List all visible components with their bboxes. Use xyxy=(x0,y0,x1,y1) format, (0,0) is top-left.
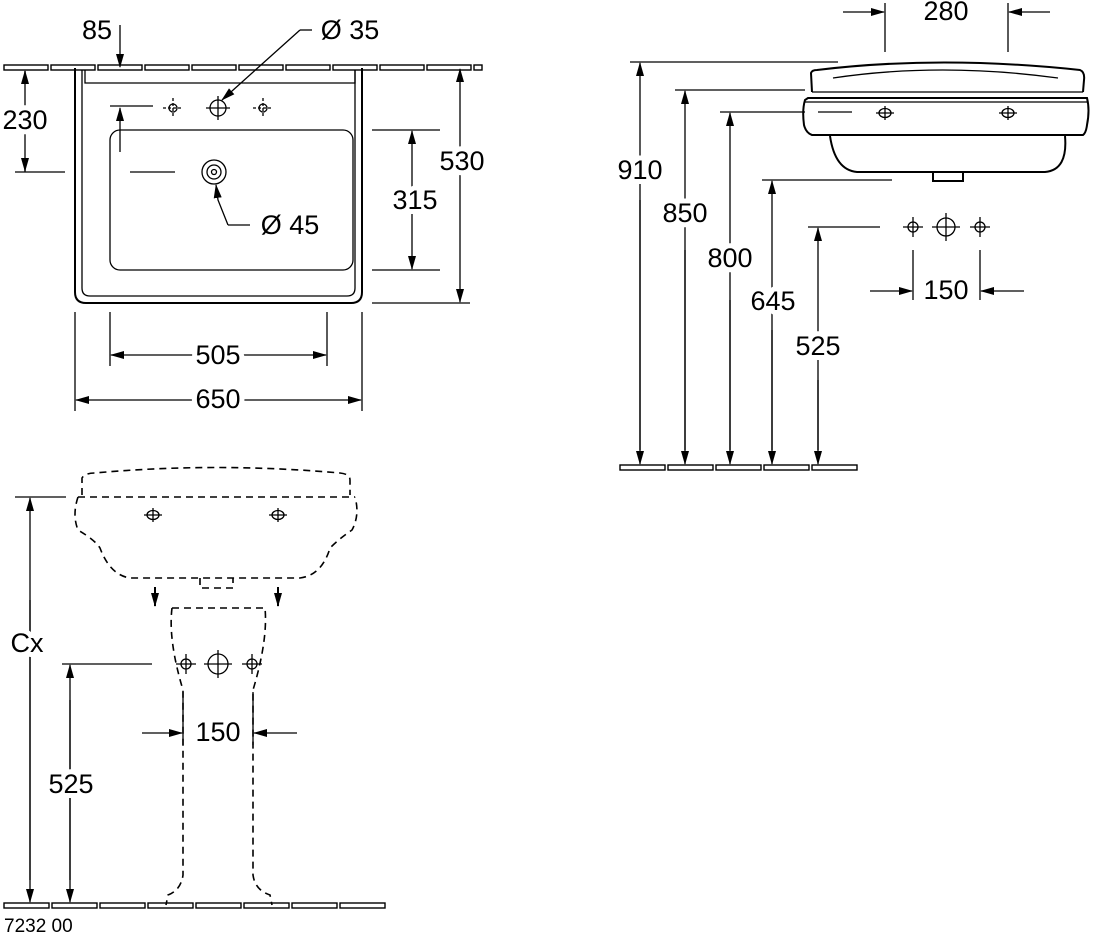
tile xyxy=(285,64,331,71)
dim-waste-hole: Ø 45 xyxy=(261,210,320,240)
tile xyxy=(99,902,146,909)
tile xyxy=(3,902,50,909)
dim-645: 645 xyxy=(750,286,795,316)
supply-hole-left-icon xyxy=(176,654,196,674)
basin-front-outline xyxy=(74,466,358,589)
dim-total-width: 650 xyxy=(195,384,240,414)
tile xyxy=(291,902,338,909)
basin-bowl xyxy=(109,129,354,271)
tap-hole-left-icon xyxy=(163,98,183,118)
tile xyxy=(50,64,96,71)
tile xyxy=(667,464,714,471)
dim-850: 850 xyxy=(662,198,707,228)
tile xyxy=(3,64,49,71)
basin-outline xyxy=(74,68,363,304)
tile xyxy=(619,464,666,471)
dim-525: 525 xyxy=(48,769,93,799)
wall-floor-tiles xyxy=(3,64,858,909)
tile xyxy=(426,64,472,71)
tile xyxy=(332,64,378,71)
tap-hole-right-icon xyxy=(253,98,273,118)
side-view: 280 910 850 800 645 525 xyxy=(612,0,1090,465)
tile xyxy=(147,902,194,909)
dim-tap-offset: 85 xyxy=(82,15,112,45)
basin-side-body xyxy=(802,97,1090,136)
tile xyxy=(191,64,237,71)
supply-hole-right-icon xyxy=(242,654,262,674)
tap-hole-left-icon xyxy=(876,106,894,120)
waste-hole-icon xyxy=(932,213,960,241)
waste-outlet-icon xyxy=(201,159,227,185)
basin-side-bowl xyxy=(829,135,1067,173)
tile xyxy=(811,464,858,471)
tile xyxy=(243,902,290,909)
tile xyxy=(51,902,98,909)
dim-150: 150 xyxy=(195,717,240,747)
dim-total-depth: 530 xyxy=(439,146,484,176)
waste-hole-icon xyxy=(204,650,232,678)
top-view: 85 Ø 35 230 Ø 45 315 530 505 650 xyxy=(0,10,490,419)
tap-hole-right-icon xyxy=(999,106,1017,120)
basin-side-top xyxy=(809,61,1086,93)
supply-hole-right-icon xyxy=(970,217,990,237)
supply-hole-left-icon xyxy=(903,217,923,237)
leader-line xyxy=(213,184,229,226)
dim-cx: Cx xyxy=(11,628,44,658)
dim-280: 280 xyxy=(923,0,968,26)
tile xyxy=(339,902,386,909)
tap-hole-right-icon xyxy=(269,508,287,522)
dim-230: 230 xyxy=(2,105,47,135)
drawing-code: 7232 00 xyxy=(4,916,73,933)
basin-side-rim xyxy=(832,69,1059,79)
dim-tap-hole: Ø 35 xyxy=(321,15,380,45)
tile xyxy=(715,464,762,471)
tap-hole-left-icon xyxy=(144,508,162,522)
tile xyxy=(144,64,190,71)
dim-800: 800 xyxy=(707,243,752,273)
basin-ledge xyxy=(84,70,356,84)
tap-hole-center-icon xyxy=(206,96,230,120)
tile xyxy=(763,464,810,471)
tile xyxy=(473,64,483,71)
tile xyxy=(379,64,425,71)
front-view: Cx 525 150 xyxy=(6,466,358,906)
dim-910: 910 xyxy=(617,155,662,185)
leader-line xyxy=(221,29,301,101)
dim-150: 150 xyxy=(923,275,968,305)
basin-side-outlet xyxy=(932,171,964,182)
tile xyxy=(195,902,242,909)
basin-rim-inner xyxy=(81,70,356,297)
dim-bowl-depth: 315 xyxy=(392,185,437,215)
dim-bowl-width: 505 xyxy=(195,340,240,370)
dim-525: 525 xyxy=(795,331,840,361)
pedestal-outline xyxy=(165,607,273,906)
